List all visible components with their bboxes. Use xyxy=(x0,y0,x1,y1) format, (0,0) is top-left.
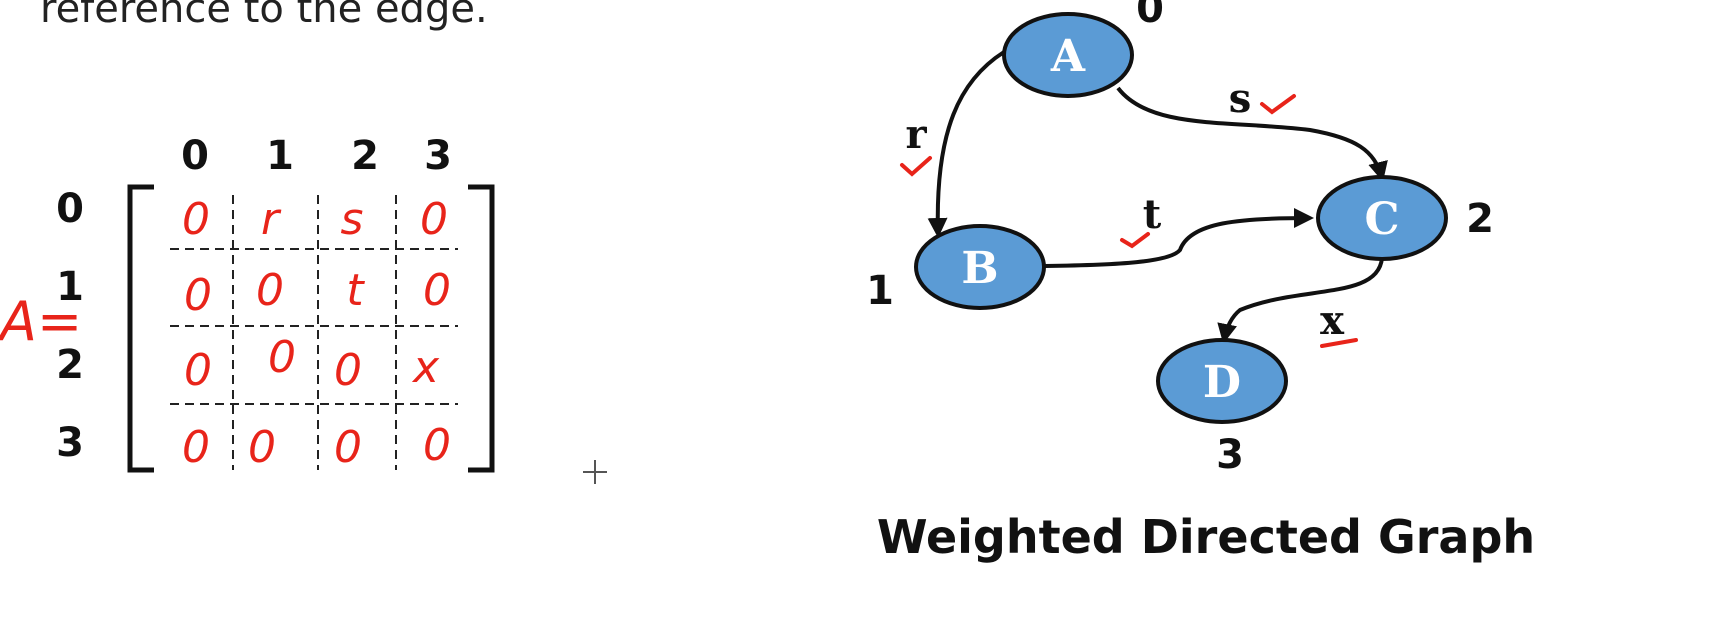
matrix-cell: 0 xyxy=(420,194,448,245)
node-index: 2 xyxy=(1466,196,1494,242)
edge-weight-label: r xyxy=(905,111,927,158)
node-index: 0 xyxy=(1136,0,1164,32)
edge-c-d xyxy=(1217,257,1384,344)
edge-weight-label: t xyxy=(1143,191,1162,238)
col-header: 2 xyxy=(351,133,379,179)
matrix-cell: 0 xyxy=(334,345,362,396)
node-label: B xyxy=(961,243,998,294)
matrix-cell: 0 xyxy=(248,422,276,473)
caption-text: reference to the edge. xyxy=(40,0,488,32)
matrix-cell: 0 xyxy=(184,345,212,396)
edge-b-c xyxy=(1044,208,1314,268)
row-header: 1 xyxy=(56,264,84,310)
node-label: A xyxy=(1050,31,1086,82)
matrix-cell: 0 xyxy=(182,194,210,245)
matrix-cell: 0 xyxy=(182,422,210,473)
edge-a-c xyxy=(1116,86,1388,182)
grid-lines xyxy=(170,195,458,470)
row-header: 0 xyxy=(56,186,84,232)
matrix-cell: s xyxy=(341,194,364,245)
node-d xyxy=(1156,338,1288,424)
matrix-cell: 0 xyxy=(268,332,296,383)
node-label: C xyxy=(1364,194,1399,245)
matrix-cell: 0 xyxy=(334,422,362,473)
row-header: 3 xyxy=(56,420,84,466)
node-index: 3 xyxy=(1216,432,1244,478)
matrix-cell: x xyxy=(411,342,440,393)
left-bracket xyxy=(127,184,154,473)
col-header: 1 xyxy=(266,133,294,179)
col-header: 0 xyxy=(181,133,209,179)
graph-title: Weighted Directed Graph xyxy=(877,510,1535,564)
adjacency-matrix: A= 0 1 2 3 0 1 2 3 0 r s 0 0 0 t 0 0 0 0… xyxy=(0,133,607,484)
matrix-cell: 0 xyxy=(256,265,284,316)
matrix-cell: 0 xyxy=(423,265,451,316)
node-index: 1 xyxy=(866,268,894,314)
row-header: 2 xyxy=(56,342,84,388)
edge-a-b xyxy=(927,50,1006,238)
node-c xyxy=(1316,175,1448,261)
right-bracket xyxy=(468,184,495,473)
node-a xyxy=(1002,12,1134,98)
matrix-cell: t xyxy=(346,265,365,316)
check-mark-icon xyxy=(900,94,1358,348)
edge-weight-label: x xyxy=(1320,297,1345,344)
mouse-cursor-icon xyxy=(583,460,607,484)
matrix-cell: r xyxy=(261,194,282,245)
matrix-name-label: A= xyxy=(0,290,82,353)
matrix-cell: 0 xyxy=(184,270,212,321)
edge-weight-label: s xyxy=(1229,75,1252,122)
matrix-cell: 0 xyxy=(423,420,451,471)
node-label: D xyxy=(1203,357,1241,408)
col-header: 3 xyxy=(424,133,452,179)
node-b xyxy=(914,224,1046,310)
